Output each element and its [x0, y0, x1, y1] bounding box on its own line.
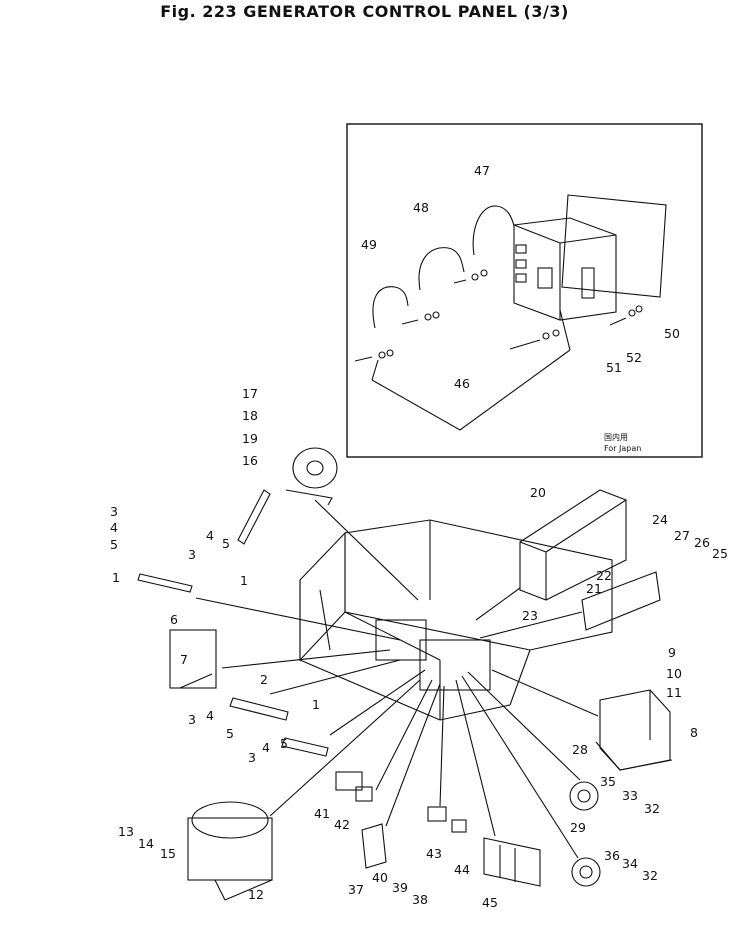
- leader-45: [371, 349, 571, 431]
- callout-29: 29: [570, 820, 586, 835]
- callout-10: 10: [666, 666, 682, 681]
- callout-13: 13: [118, 824, 134, 839]
- callout-28: 28: [572, 742, 588, 757]
- callout-1-b: 1: [240, 573, 248, 588]
- contactor-box-20: [519, 489, 627, 601]
- callout-9: 9: [668, 645, 676, 660]
- callout-37: 41: [314, 806, 330, 821]
- callout-23: 23: [522, 608, 538, 623]
- callout-19: 19: [242, 431, 258, 446]
- callout-45: 46: [454, 376, 470, 391]
- callout-46: 47: [474, 163, 490, 178]
- connector-37: [335, 771, 363, 791]
- callout-3-d: 3: [248, 750, 256, 765]
- callout-21: 21: [586, 581, 602, 596]
- bracket-24: [581, 571, 661, 631]
- callout-22: 22: [596, 568, 612, 583]
- panel-frame-front: [299, 531, 346, 662]
- callout-25: 25: [712, 546, 728, 561]
- callout-32-b: 36: [604, 848, 620, 863]
- callout-33: 37: [348, 882, 364, 897]
- callout-11: 11: [666, 685, 682, 700]
- connector-6: [169, 629, 217, 689]
- callout-15: 15: [160, 846, 176, 861]
- inset-note-en: For Japan: [604, 444, 641, 453]
- terminal-strip-2: [229, 697, 289, 721]
- callout-24: 24: [652, 512, 668, 527]
- callout-50: 51: [606, 360, 622, 375]
- transformer-16: [292, 447, 338, 489]
- callout-4-a: 4: [110, 520, 118, 535]
- callout-17: 17: [242, 386, 258, 401]
- callout-16: 16: [242, 453, 258, 468]
- callout-7: 7: [180, 652, 188, 667]
- cable-46: [472, 205, 515, 256]
- callout-31-b: 34: [622, 856, 638, 871]
- transformer-8: [599, 689, 671, 771]
- callout-2: 2: [260, 672, 268, 687]
- callout-4-c: 4: [206, 708, 214, 723]
- inset-frame: [346, 123, 703, 458]
- callout-3-c: 3: [188, 712, 196, 727]
- callout-47: 48: [413, 200, 429, 215]
- relay-41: [483, 837, 541, 887]
- callout-1-a: 1: [112, 570, 120, 585]
- callout-labels: 47 48 49 50 51 52 46 17 18 19 16 3 4 5 1…: [110, 163, 728, 910]
- inset-relay-box: [513, 217, 617, 321]
- callout-31-a: 33: [622, 788, 638, 803]
- callout-3-b: 3: [188, 547, 196, 562]
- callout-1-c: 1: [312, 697, 320, 712]
- callout-6: 6: [170, 612, 178, 627]
- callout-5-c: 5: [226, 726, 234, 741]
- relay-29: [571, 857, 601, 887]
- fuse-holder-39: [427, 806, 447, 822]
- terminal-strip-1-top: [237, 489, 271, 545]
- callout-38: 42: [334, 817, 350, 832]
- cable-47: [418, 247, 465, 291]
- terminal-strip-1-low: [281, 737, 329, 757]
- callout-12: 12: [248, 887, 264, 902]
- callout-35: 39: [392, 880, 408, 895]
- callout-3-a: 3: [110, 504, 118, 519]
- callout-5-b: 5: [222, 536, 230, 551]
- terminal-block-33: [361, 823, 387, 869]
- callout-20: 20: [530, 485, 546, 500]
- callout-27: 27: [674, 528, 690, 543]
- callout-36: 40: [372, 870, 388, 885]
- panel-frame-back: [344, 519, 613, 651]
- callout-41: 45: [482, 895, 498, 910]
- relay-28: [569, 781, 599, 811]
- cable-48: [372, 286, 409, 329]
- callout-5-a: 5: [110, 537, 118, 552]
- callout-26: 26: [694, 535, 710, 550]
- callout-5-d: 5: [280, 736, 288, 751]
- transformer-12: [187, 817, 273, 881]
- callout-30-b: 32: [642, 868, 658, 883]
- inset-mounting-plate: [561, 194, 667, 298]
- figure-title: Fig. 223 GENERATOR CONTROL PANEL (3/3): [160, 2, 569, 21]
- callout-49: 50: [664, 326, 680, 341]
- callout-40: 44: [454, 862, 470, 877]
- callout-4-b: 4: [206, 528, 214, 543]
- inset-note-jp: 国内用: [604, 432, 628, 442]
- callout-18: 18: [242, 408, 258, 423]
- callout-30-a: 32: [644, 801, 660, 816]
- callout-48: 49: [361, 237, 377, 252]
- callout-34: 38: [412, 892, 428, 907]
- callout-32-a: 35: [600, 774, 616, 789]
- callout-51: 52: [626, 350, 642, 365]
- callout-14: 14: [138, 836, 154, 851]
- terminal-strip-1-left: [137, 573, 193, 593]
- callout-8: 8: [690, 725, 698, 740]
- callout-4-d: 4: [262, 740, 270, 755]
- callout-39: 43: [426, 846, 442, 861]
- fuse-40: [451, 819, 467, 833]
